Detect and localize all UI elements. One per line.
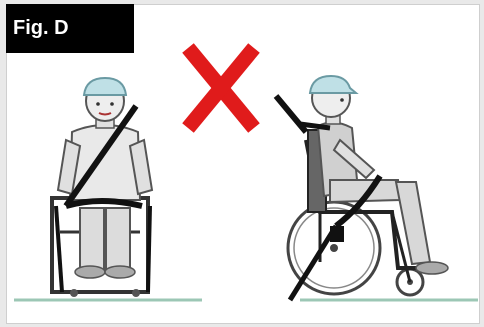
incorrect-seated-person-wheelchair — [276, 76, 448, 300]
incorrect-mark-x — [188, 48, 254, 128]
correct-seated-person — [52, 78, 152, 297]
